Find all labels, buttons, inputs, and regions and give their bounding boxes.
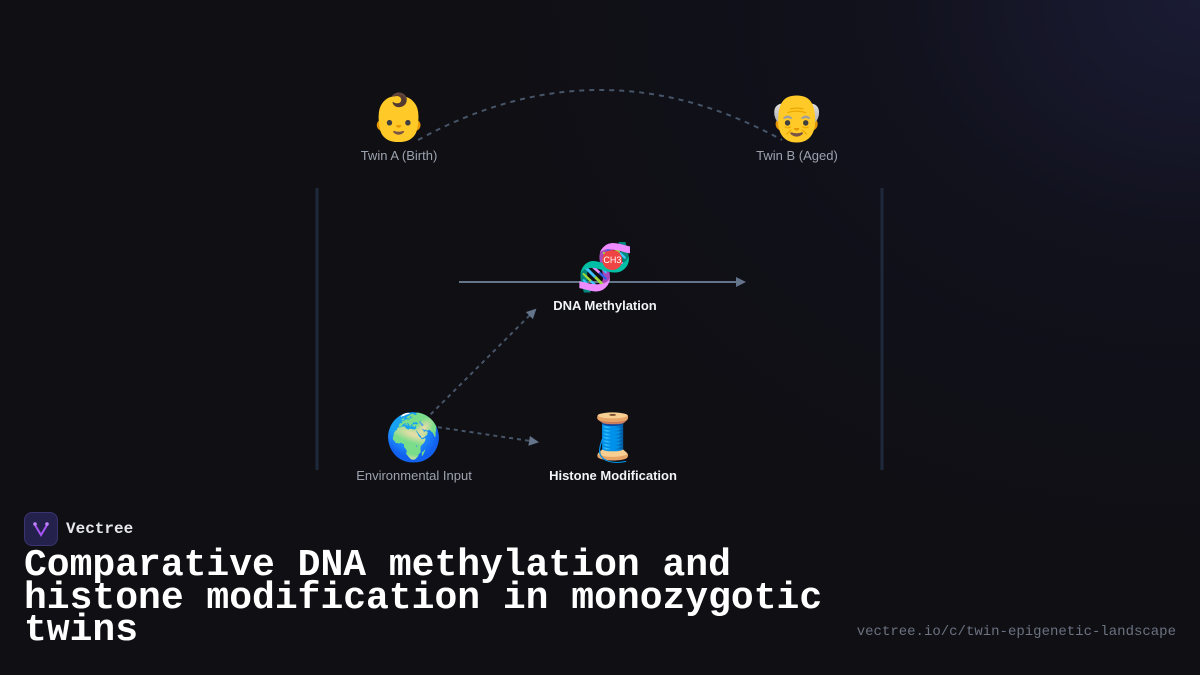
old-man-icon: 👴 xyxy=(768,90,826,144)
env-to-histone-arrow xyxy=(429,425,539,446)
node-label: Histone Modification xyxy=(549,468,677,483)
node-dna-methylation[interactable]: 🧬 CH3 DNA Methylation xyxy=(553,240,657,313)
vectree-logo-icon xyxy=(24,512,58,546)
node-label: Environmental Input xyxy=(356,468,472,483)
page-title: Comparative DNA methylation and histone … xyxy=(24,544,823,652)
node-histone[interactable]: 🧵 Histone Modification xyxy=(549,410,677,483)
env-to-methylation-arrow xyxy=(424,308,537,421)
twin-connection-curve xyxy=(417,89,783,141)
methyl-badge: CH3 xyxy=(602,250,623,270)
node-label: Twin B (Aged) xyxy=(756,148,838,163)
thread-spool-icon: 🧵 xyxy=(584,410,642,464)
node-label: Twin A (Birth) xyxy=(360,148,438,163)
node-twin-a[interactable]: 👶 Twin A (Birth) xyxy=(361,90,438,163)
globe-icon: 🌍 xyxy=(385,410,443,464)
node-environment[interactable]: 🌍 Environmental Input xyxy=(356,410,472,483)
node-label: DNA Methylation xyxy=(553,298,657,313)
source-url[interactable]: vectree.io/c/twin-epigenetic-landscape xyxy=(856,624,1176,640)
node-twin-b[interactable]: 👴 Twin B (Aged) xyxy=(756,90,838,163)
dna-icon-group: 🧬 CH3 xyxy=(576,240,633,294)
brand-name: Vectree xyxy=(66,520,134,538)
brand[interactable]: Vectree xyxy=(24,512,133,546)
baby-icon: 👶 xyxy=(370,90,428,144)
